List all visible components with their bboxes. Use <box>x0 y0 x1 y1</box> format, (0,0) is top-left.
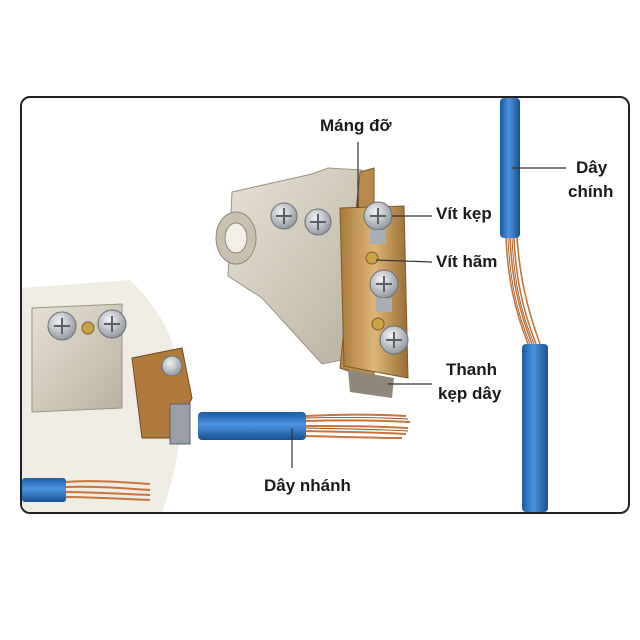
label-day-nhanh: Dây nhánh <box>264 476 351 495</box>
label-thanh-kep-day-1: Thanh <box>446 360 497 379</box>
cutaway-inset <box>22 280 193 512</box>
label-vit-kep: Vít kẹp <box>436 204 492 223</box>
label-day-chinh-2: chính <box>568 182 614 201</box>
clamp-assembly <box>215 167 409 398</box>
label-vit-ham: Vít hãm <box>436 252 498 271</box>
label-day-chinh-1: Dây <box>576 158 608 177</box>
branch-wire <box>198 412 411 440</box>
connector-illustration <box>22 98 566 512</box>
label-thanh-kep-day-2: kẹp dây <box>438 384 502 403</box>
label-mang-do: Máng đỡ <box>320 116 392 135</box>
main-wire <box>500 98 548 512</box>
diagram-frame: Máng đỡ Vít kẹp Vít hãm Thanh kẹp dây Dâ… <box>20 96 630 514</box>
leader-lines <box>291 142 566 468</box>
